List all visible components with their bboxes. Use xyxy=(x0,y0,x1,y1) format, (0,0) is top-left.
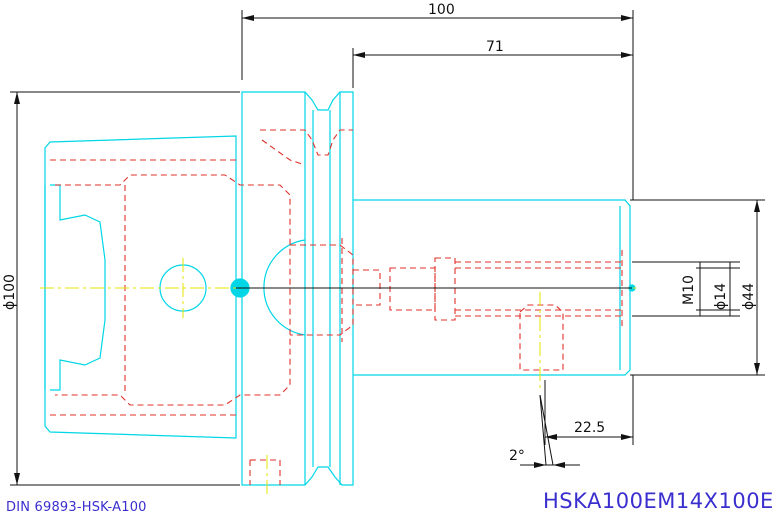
dim-thread: M10 xyxy=(681,275,697,305)
dim-offset: 22.5 xyxy=(574,420,605,436)
dimension-lines xyxy=(10,10,765,486)
hidden-lines xyxy=(50,129,625,485)
part-number-caption: HSKA100EM14X100E xyxy=(543,489,774,513)
dimension-arrows xyxy=(14,15,760,485)
dim-overall-length: 100 xyxy=(428,2,455,18)
dim-body-diameter: ϕ44 xyxy=(741,283,757,310)
part-outline xyxy=(44,91,636,486)
dim-angle: 2° xyxy=(509,448,525,464)
dim-flange-diameter: ϕ100 xyxy=(2,274,18,310)
dim-shank-length: 71 xyxy=(486,39,504,55)
standard-caption: DIN 69893-HSK-A100 xyxy=(6,500,147,515)
dim-bore-diameter: ϕ14 xyxy=(713,283,729,310)
